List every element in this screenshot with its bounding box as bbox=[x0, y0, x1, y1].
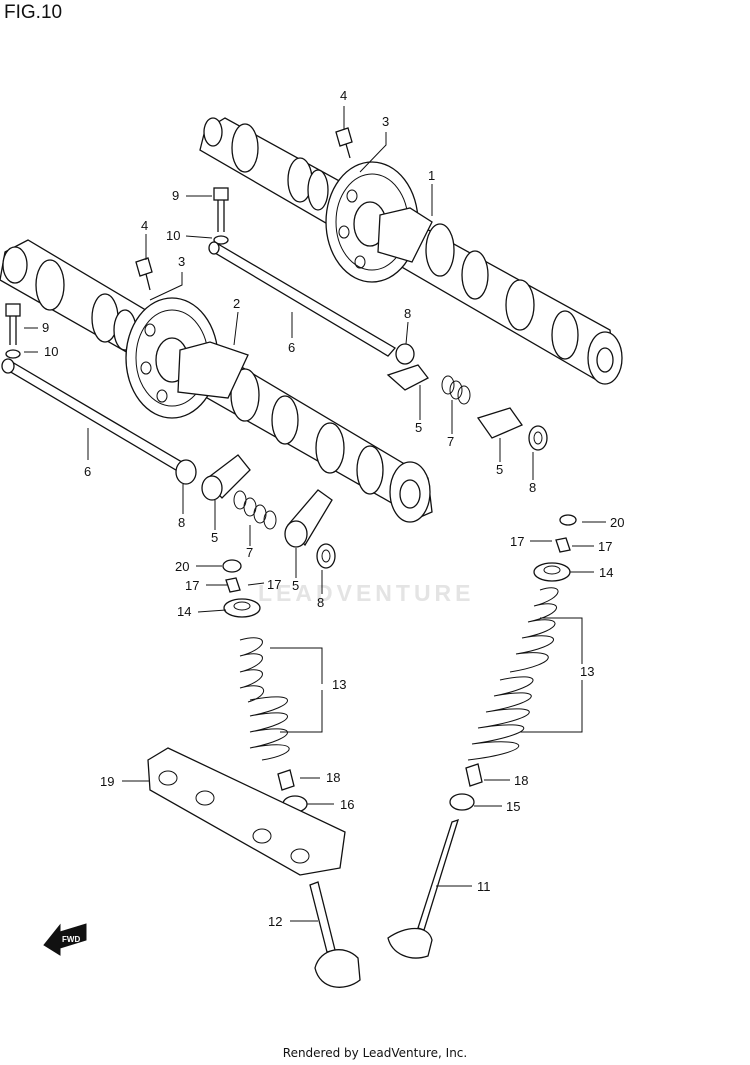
leader-lines bbox=[24, 106, 606, 922]
callout-5: 5 bbox=[415, 420, 422, 435]
callout-8: 8 bbox=[529, 480, 536, 495]
callout-3: 3 bbox=[178, 254, 185, 269]
callout-4: 4 bbox=[340, 88, 347, 103]
callout-6: 6 bbox=[84, 464, 91, 479]
callout-14: 14 bbox=[599, 565, 613, 580]
callout-18: 18 bbox=[326, 770, 340, 785]
valve-assembly-left bbox=[222, 559, 361, 988]
callout-10: 10 bbox=[44, 344, 58, 359]
callout-18: 18 bbox=[514, 773, 528, 788]
callout-14: 14 bbox=[177, 604, 191, 619]
rocker-shaft-upper bbox=[208, 241, 397, 357]
fwd-arrow-icon: FWD bbox=[43, 923, 87, 956]
bolt-4-upper bbox=[335, 127, 353, 159]
callout-8: 8 bbox=[178, 515, 185, 530]
rocker-group-upper bbox=[386, 343, 548, 451]
cam-sprocket-lower bbox=[125, 297, 249, 419]
callout-7: 7 bbox=[447, 434, 454, 449]
bolt-4-lower bbox=[135, 257, 153, 291]
callout-8: 8 bbox=[404, 306, 411, 321]
callout-9: 9 bbox=[172, 188, 179, 203]
callout-5: 5 bbox=[496, 462, 503, 477]
figure-title: FIG.10 bbox=[4, 2, 63, 23]
callout-20: 20 bbox=[175, 559, 189, 574]
gasket-19 bbox=[147, 747, 346, 876]
callout-7: 7 bbox=[246, 545, 253, 560]
cam-sprocket-upper bbox=[325, 161, 433, 283]
callout-5: 5 bbox=[211, 530, 218, 545]
callout-9: 9 bbox=[42, 320, 49, 335]
callout-5: 5 bbox=[292, 578, 299, 593]
callout-17: 17 bbox=[267, 577, 281, 592]
footer-credit: Rendered by LeadVenture, Inc. bbox=[282, 1046, 468, 1060]
callout-11: 11 bbox=[477, 879, 491, 894]
callout-4: 4 bbox=[141, 218, 148, 233]
callout-17: 17 bbox=[185, 578, 199, 593]
callout-20: 20 bbox=[610, 515, 624, 530]
svg-text:FWD: FWD bbox=[62, 935, 80, 944]
callout-17: 17 bbox=[598, 539, 612, 554]
callout-19: 19 bbox=[100, 774, 114, 789]
callout-12: 12 bbox=[268, 914, 282, 929]
watermark: LEADVENTURE bbox=[258, 580, 475, 606]
callout-17: 17 bbox=[510, 534, 524, 549]
callout-1: 1 bbox=[428, 168, 435, 183]
rocker-group-lower bbox=[175, 454, 336, 569]
callout-10: 10 bbox=[166, 228, 180, 243]
callout-13: 13 bbox=[332, 677, 346, 692]
callout-2: 2 bbox=[233, 296, 240, 311]
bolt-9-upper bbox=[213, 187, 229, 245]
callout-8: 8 bbox=[317, 595, 324, 610]
callout-13: 13 bbox=[580, 664, 594, 679]
bolt-9-lower bbox=[5, 303, 21, 359]
callout-labels: 4 3 1 9 10 4 3 2 9 10 6 6 8 5 7 5 8 8 5 … bbox=[42, 88, 624, 929]
callout-15: 15 bbox=[506, 799, 520, 814]
valve-assembly-right bbox=[387, 514, 577, 959]
callout-16: 16 bbox=[340, 797, 354, 812]
callout-3: 3 bbox=[382, 114, 389, 129]
callout-6: 6 bbox=[288, 340, 295, 355]
